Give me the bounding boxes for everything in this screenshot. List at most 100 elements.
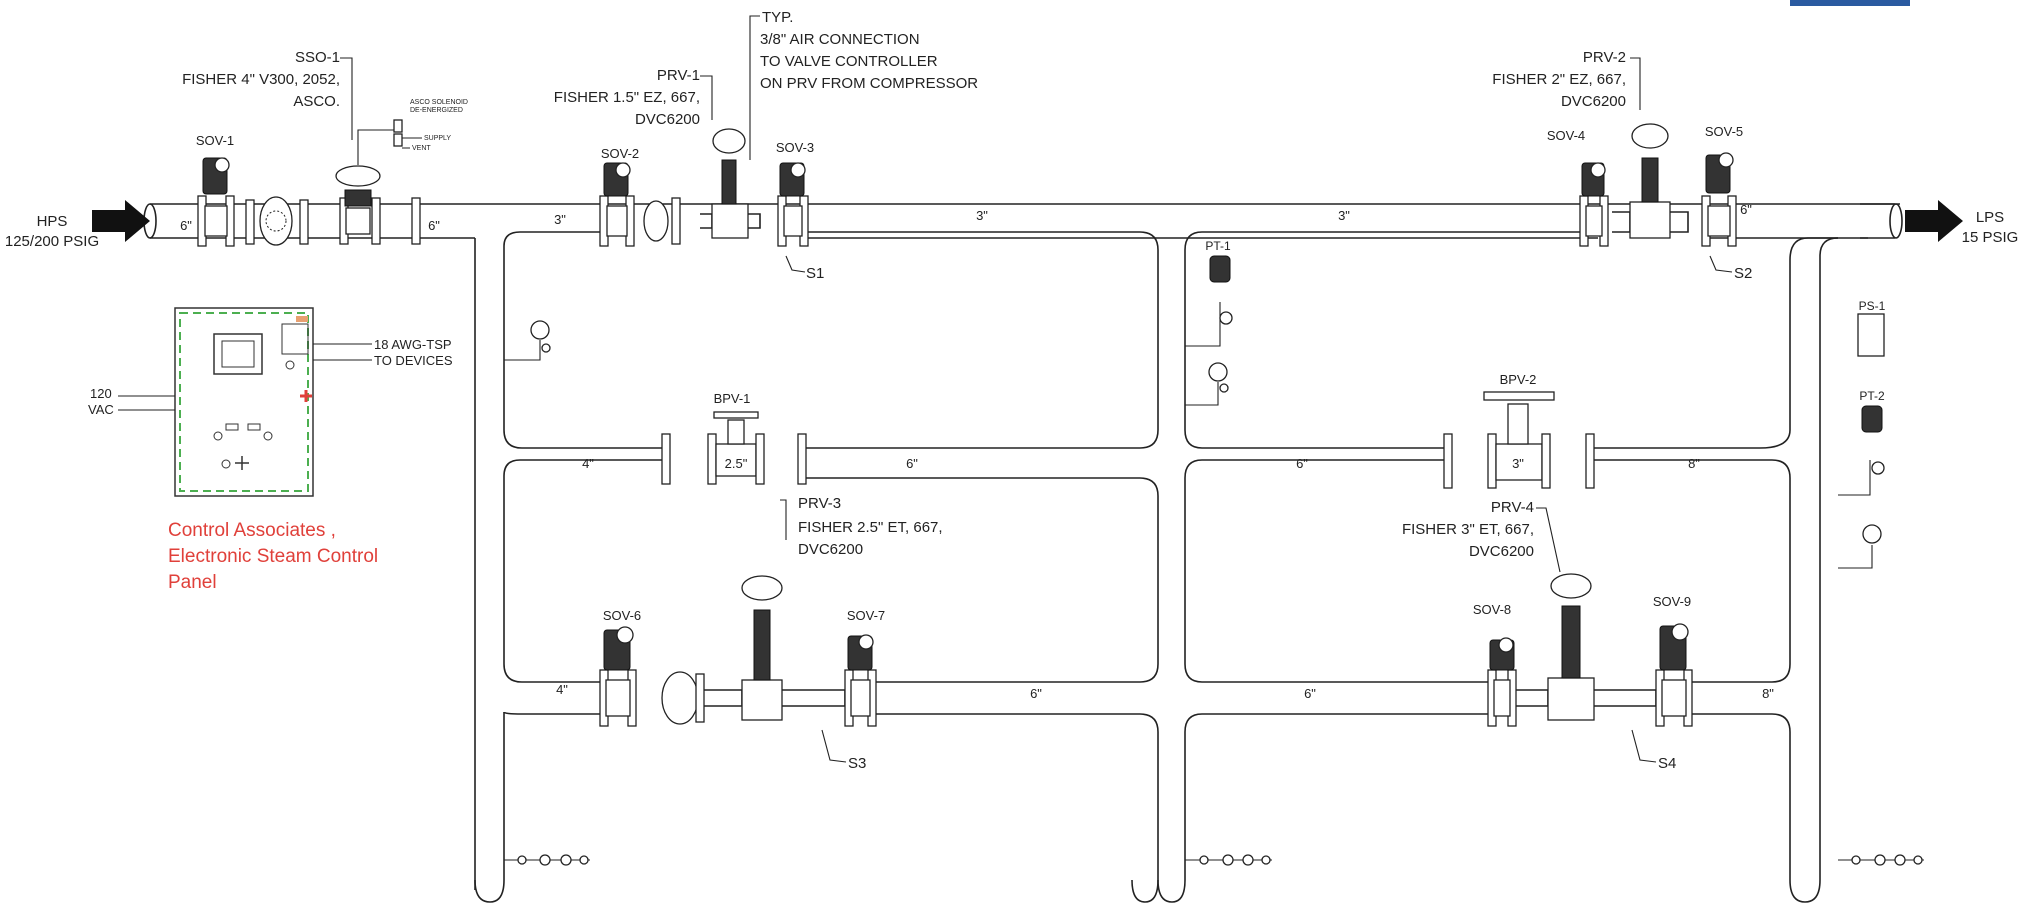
asco-line1: ASCO SOLENOID (410, 99, 468, 106)
sov-6-valve (599, 626, 637, 727)
sov-8-valve (1487, 637, 1517, 727)
pt-1-transmitter (1185, 255, 1233, 347)
sso-1-valve (335, 165, 421, 245)
drip-trap-right (1838, 854, 1924, 866)
inlet-label: HPS (37, 213, 68, 230)
right-loop-pipes (1157, 231, 1839, 903)
prv-2-tag: PRV-2 (1583, 49, 1626, 66)
bpv-2-tag: BPV-2 (1500, 372, 1537, 387)
prv-2-valve (1612, 123, 1689, 239)
size-right-top: 3" (1338, 208, 1350, 223)
valve-labels: SSO-1 FISHER 4" V300, 2052, ASCO. PRV-1 … (182, 9, 1886, 772)
pressure-gauge-right (1185, 362, 1229, 406)
sov-1-tag: SOV-1 (196, 133, 234, 148)
asco-line2: DE-ENERGIZED (410, 107, 463, 114)
panel-caption-1: Control Associates , (168, 520, 336, 541)
company-logo-partial (1790, 0, 1910, 6)
sov-4-valve (1579, 162, 1609, 247)
typ-note-2: 3/8" AIR CONNECTION (760, 31, 920, 48)
inlet-arrow (92, 200, 150, 242)
size-after-sso: 6" (428, 218, 440, 233)
sov-7-valve (844, 634, 877, 727)
sov-1-valve (197, 157, 235, 247)
sso-1-tag: SSO-1 (295, 49, 340, 66)
panel-power-line1: 120 (90, 386, 112, 401)
pt-2-tag: PT-2 (1859, 389, 1885, 403)
pt-2-transmitter (1861, 405, 1885, 475)
size-bpv2-in: 6" (1296, 456, 1308, 471)
sso-1-spec-2: ASCO. (293, 93, 340, 110)
pipe-size-labels: 6" 6" 3" 3" 3" 6" 4" 6" 6" 8" 4" 6" 6" 8… (180, 202, 1774, 701)
bpv-2-size: 3" (1512, 456, 1524, 471)
station-s4: S4 (1658, 755, 1676, 772)
size-outlet: 6" (1740, 202, 1752, 217)
main-header-pipe (143, 203, 1903, 239)
panel-awg-line1: 18 AWG-TSP (374, 337, 452, 352)
size-s4-out: 8" (1762, 686, 1774, 701)
sov-9-valve (1655, 623, 1693, 727)
typ-note-1: TYP. (762, 9, 793, 26)
asco-supply: SUPPLY (424, 135, 451, 142)
sov-3-tag: SOV-3 (776, 140, 814, 155)
prv-1-spec-2: DVC6200 (635, 111, 700, 128)
pt-1-tag: PT-1 (1205, 239, 1231, 253)
strainer-3 (661, 671, 705, 725)
sov-7-tag: SOV-7 (847, 608, 885, 623)
typ-note-3: TO VALVE CONTROLLER (760, 53, 938, 70)
prv-4-valve (1516, 573, 1657, 721)
prv-2-spec-1: FISHER 2" EZ, 667, (1492, 71, 1626, 88)
size-s4-in: 6" (1304, 686, 1316, 701)
outlet-arrow (1905, 200, 1963, 242)
station-s1: S1 (806, 265, 824, 282)
size-s3-out: 6" (1030, 686, 1042, 701)
drip-trap-middle (1185, 854, 1272, 866)
sov-6-tag: SOV-6 (603, 608, 641, 623)
control-panel (118, 307, 372, 497)
panel-caption-2: Electronic Steam Control (168, 546, 378, 567)
prv-3-valve (704, 575, 846, 721)
ps-1-tag: PS-1 (1859, 299, 1886, 313)
sov-5-valve (1701, 152, 1737, 247)
bpv-1-size: 2.5" (725, 456, 748, 471)
bpv-2-valve (1443, 391, 1595, 489)
sov-8-tag: SOV-8 (1473, 602, 1511, 617)
pressure-gauge-left (504, 320, 551, 361)
prv-4-spec-2: DVC6200 (1469, 543, 1534, 560)
prv-2-spec-2: DVC6200 (1561, 93, 1626, 110)
bpv-1-tag: BPV-1 (714, 391, 751, 406)
sov-4-tag: SOV-4 (1547, 128, 1585, 143)
sov-2-valve (599, 162, 681, 247)
size-inlet: 6" (180, 218, 192, 233)
bpv-1-valve (661, 411, 807, 485)
sov-2-tag: SOV-2 (601, 146, 639, 161)
asco-solenoid-detail: ASCO SOLENOID DE-ENERGIZED SUPPLY VENT (357, 99, 468, 165)
sov-3-valve (777, 162, 809, 247)
ps-1-switch (1838, 313, 1885, 496)
pressure-gauge-outlet (1838, 524, 1882, 569)
prv-3-spec-2: DVC6200 (798, 541, 863, 558)
station-s2: S2 (1734, 265, 1752, 282)
panel-power-line2: VAC (88, 402, 114, 417)
prv-1-tag: PRV-1 (657, 67, 700, 84)
size-s1-in: 3" (554, 212, 566, 227)
typ-note-4: ON PRV FROM COMPRESSOR (760, 75, 978, 92)
sov-5-tag: SOV-5 (1705, 124, 1743, 139)
size-mid-top: 3" (976, 208, 988, 223)
outlet-label: LPS (1976, 209, 2004, 226)
left-loop-pipes (474, 231, 1159, 903)
prv-4-spec-1: FISHER 3" ET, 667, (1402, 521, 1534, 538)
station-s3: S3 (848, 755, 866, 772)
sov-9-tag: SOV-9 (1653, 594, 1691, 609)
prv-3-spec-1: FISHER 2.5" ET, 667, (798, 519, 943, 536)
panel-caption-3: Panel (168, 572, 217, 593)
sso-1-spec-1: FISHER 4" V300, 2052, (182, 71, 340, 88)
inlet-pressure: 125/200 PSIG (5, 233, 99, 250)
prv-1-valve (700, 128, 761, 239)
strainer-1 (245, 196, 309, 246)
size-bpv2-out: 8" (1688, 456, 1700, 471)
leader-lines (340, 15, 1733, 763)
prv-1-spec-1: FISHER 1.5" EZ, 667, (554, 89, 700, 106)
panel-awg-line2: TO DEVICES (374, 353, 453, 368)
drip-trap-left (504, 854, 590, 866)
